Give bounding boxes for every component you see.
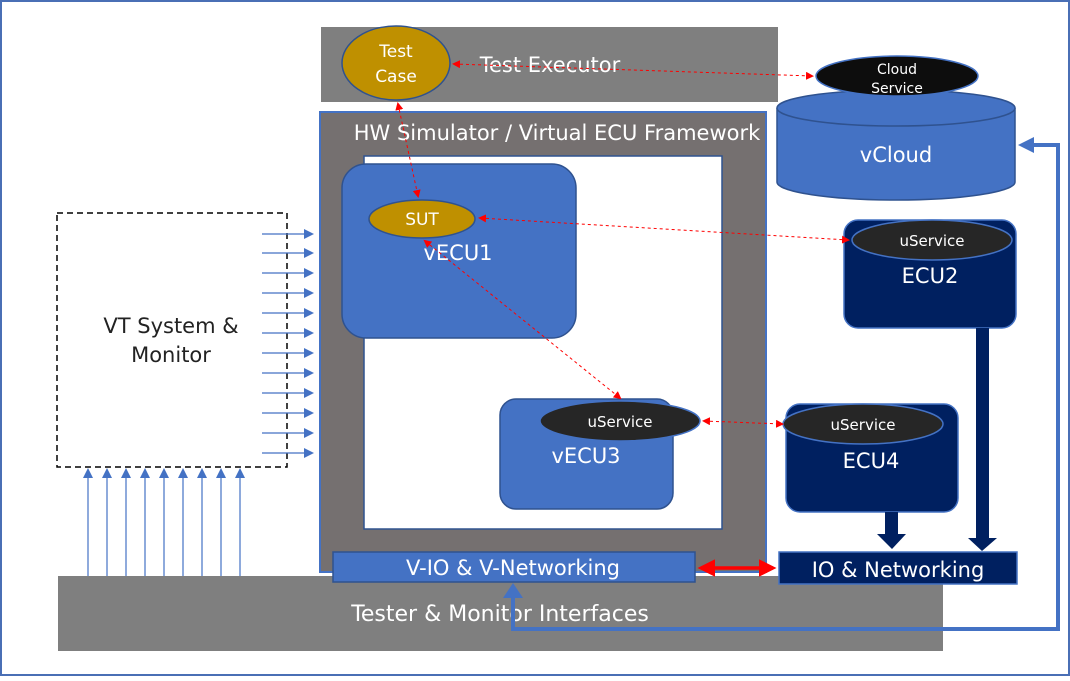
ecu2-uservice-ellipse — [851, 219, 1013, 261]
vt-system-label-line2: Monitor — [131, 343, 211, 367]
test-case-label-line1: Test — [378, 42, 413, 62]
vcloud-label: vCloud — [860, 143, 932, 167]
vt-to-framework-signal-arrows — [262, 229, 314, 458]
ecu4-label: ECU4 — [843, 449, 900, 473]
cloud-service-ellipse — [815, 55, 979, 97]
sut-ellipse — [368, 199, 476, 239]
testcase-sut-connector — [395, 102, 421, 198]
ecu2-to-io-arrow — [968, 328, 997, 551]
sut-ecu2-connector — [478, 214, 850, 244]
vecu3-ecu4-connector — [702, 417, 784, 428]
vecu1-label: vECU1 — [423, 241, 492, 265]
test-case-ellipse — [341, 25, 451, 101]
v-io-networking-label: V-IO & V-Networking — [406, 556, 620, 580]
vt-system-label-line1: VT System & — [103, 314, 238, 338]
return-arrow-tail-head — [503, 583, 523, 598]
interfaces-to-vt-signal-arrows — [83, 468, 245, 576]
test-case-label-line2: Case — [375, 67, 417, 87]
vt-system-monitor-box — [56, 212, 288, 468]
io-networking-box — [778, 551, 1018, 585]
vecu3-uservice-label: uService — [588, 413, 653, 431]
ecu4-to-io-arrow — [877, 512, 906, 549]
cloud-service-label-line2: Service — [871, 81, 923, 97]
vcloud-cylinder — [776, 89, 1016, 201]
v-io-networking-box — [332, 551, 696, 583]
tester-interfaces-label: Tester & Monitor Interfaces — [350, 602, 649, 627]
io-to-vcloud-return-arrow — [511, 137, 1060, 631]
cloud-service-label-line1: Cloud — [877, 62, 917, 78]
sut-label: SUT — [405, 210, 439, 230]
io-networking-label: IO & Networking — [812, 558, 985, 582]
vecu3-label: vECU3 — [551, 444, 620, 468]
ecu4-uservice-label: uService — [831, 416, 896, 434]
service-connectors — [395, 60, 850, 428]
framework-label: HW Simulator / Virtual ECU Framework — [354, 121, 761, 145]
tester-interfaces-bar — [58, 576, 943, 651]
test-executor-label: Test Executor — [479, 53, 621, 77]
vecu3-uservice-ellipse — [539, 400, 701, 442]
ecu2-uservice-label: uService — [900, 232, 965, 250]
ecu2-label: ECU2 — [902, 264, 959, 288]
